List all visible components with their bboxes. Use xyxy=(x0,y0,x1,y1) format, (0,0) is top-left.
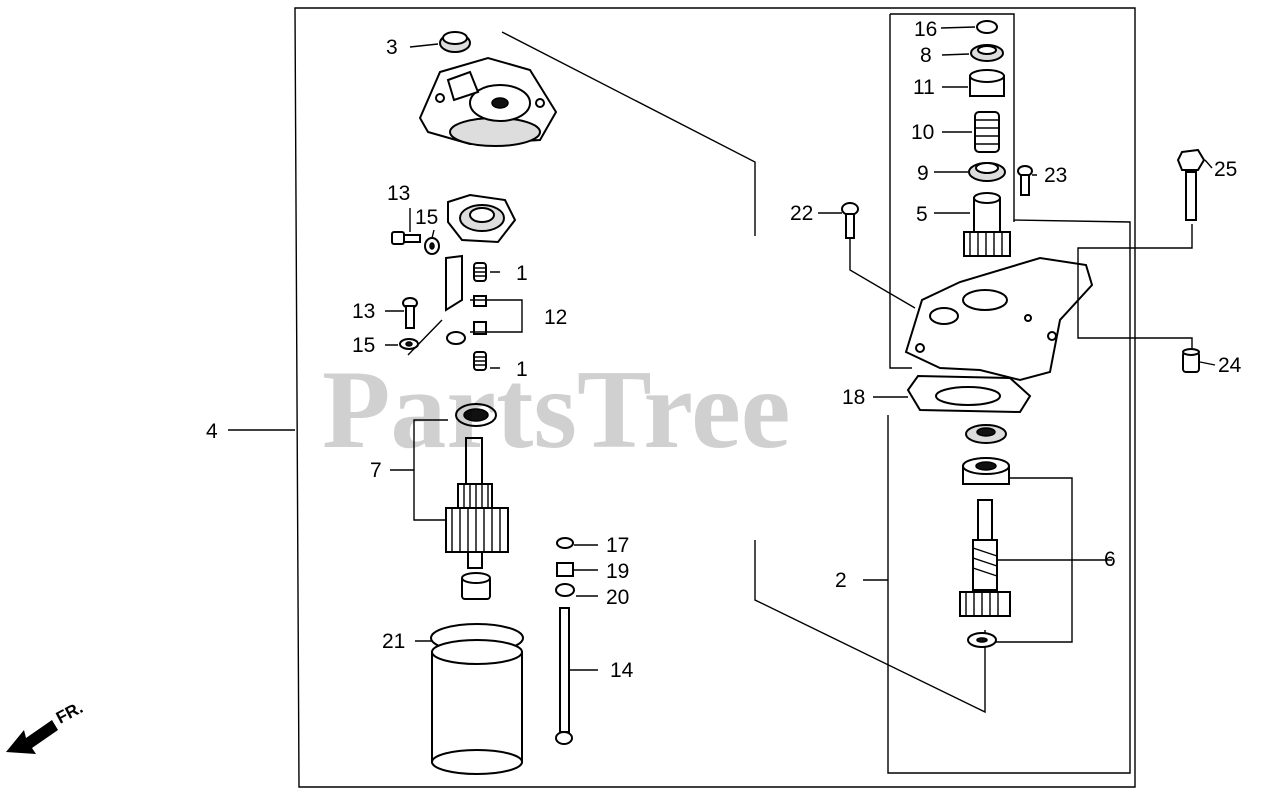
callout-5[interactable]: 5 xyxy=(916,203,928,226)
callout-15-upper[interactable]: 15 xyxy=(415,206,438,229)
callout-3[interactable]: 3 xyxy=(386,36,398,59)
washer-20[interactable] xyxy=(555,583,575,597)
motor-case[interactable] xyxy=(430,623,524,775)
drive-subframe-left xyxy=(889,14,912,369)
callout-15-lower[interactable]: 15 xyxy=(352,334,375,357)
callout-13-lower[interactable]: 13 xyxy=(352,300,375,323)
callout-21[interactable]: 21 xyxy=(382,630,405,653)
callout-10[interactable]: 10 xyxy=(911,121,934,144)
snap-ring-16[interactable] xyxy=(976,20,998,34)
bolt-25[interactable] xyxy=(1176,148,1206,221)
armature[interactable] xyxy=(445,437,509,569)
callout-12[interactable]: 12 xyxy=(544,306,567,329)
washer-15-upper[interactable] xyxy=(424,237,440,255)
leader-lines xyxy=(228,26,1216,671)
callout-1-lower[interactable]: 1 xyxy=(516,358,528,381)
part-3-grommet[interactable] xyxy=(439,31,471,53)
washer-17[interactable] xyxy=(556,537,574,549)
brush-holder[interactable] xyxy=(447,193,517,244)
drive-bearing[interactable] xyxy=(962,457,1010,485)
front-direction-marker: FR. xyxy=(6,698,86,754)
callout-8[interactable]: 8 xyxy=(920,44,932,67)
oil-seal[interactable] xyxy=(965,424,1007,444)
leader-bottom xyxy=(754,540,986,714)
callout-9[interactable]: 9 xyxy=(917,162,929,185)
stop-collar-8[interactable] xyxy=(970,44,1004,62)
callout-23[interactable]: 23 xyxy=(1044,164,1067,187)
drive-subframe xyxy=(887,13,1131,774)
gasket-18[interactable] xyxy=(906,374,1032,414)
callout-6[interactable]: 6 xyxy=(1104,548,1116,571)
collar-11[interactable] xyxy=(969,69,1005,97)
armature-collar[interactable] xyxy=(461,572,491,600)
gear-case[interactable] xyxy=(904,256,1094,382)
end-cover[interactable] xyxy=(418,56,558,147)
brush-spring-upper[interactable] xyxy=(473,262,487,282)
callout-4[interactable]: 4 xyxy=(206,420,218,443)
screw-13-upper[interactable] xyxy=(391,231,421,245)
bolt-23[interactable] xyxy=(1017,165,1033,196)
callout-16[interactable]: 16 xyxy=(914,18,937,41)
callout-13-upper[interactable]: 13 xyxy=(387,182,410,205)
dowel-24[interactable] xyxy=(1182,348,1200,373)
callout-14[interactable]: 14 xyxy=(610,659,634,682)
callout-25[interactable]: 25 xyxy=(1214,158,1237,181)
callout-2[interactable]: 2 xyxy=(835,569,847,592)
screw-13-lower[interactable] xyxy=(402,297,418,329)
callout-24[interactable]: 24 xyxy=(1218,354,1242,377)
bolt-22[interactable] xyxy=(841,202,859,239)
assembly-frame xyxy=(294,7,1136,788)
callout-20[interactable]: 20 xyxy=(606,586,629,609)
brush-plate[interactable] xyxy=(445,254,487,345)
lock-washer-19[interactable] xyxy=(556,562,574,577)
callout-19[interactable]: 19 xyxy=(606,560,629,583)
watermark: PartsTree xyxy=(322,348,791,472)
spring-10[interactable] xyxy=(974,111,1000,153)
callout-22[interactable]: 22 xyxy=(790,202,813,225)
drive-washer[interactable] xyxy=(967,632,997,648)
front-label: FR. xyxy=(53,698,86,728)
leader-top xyxy=(501,31,756,236)
retainer-9[interactable] xyxy=(968,162,1006,182)
callout-18[interactable]: 18 xyxy=(842,386,865,409)
armature-bearing[interactable] xyxy=(455,403,497,427)
drive-shaft[interactable] xyxy=(959,499,1011,617)
callout-7[interactable]: 7 xyxy=(370,459,382,482)
brush-spring-lower[interactable] xyxy=(473,351,487,371)
front-arrow-icon xyxy=(6,720,58,754)
pinion-gear-5[interactable] xyxy=(963,192,1011,257)
callout-17[interactable]: 17 xyxy=(606,534,629,557)
callout-11[interactable]: 11 xyxy=(913,76,935,99)
callout-1-upper[interactable]: 1 xyxy=(516,262,528,285)
through-bolt[interactable] xyxy=(555,607,573,745)
